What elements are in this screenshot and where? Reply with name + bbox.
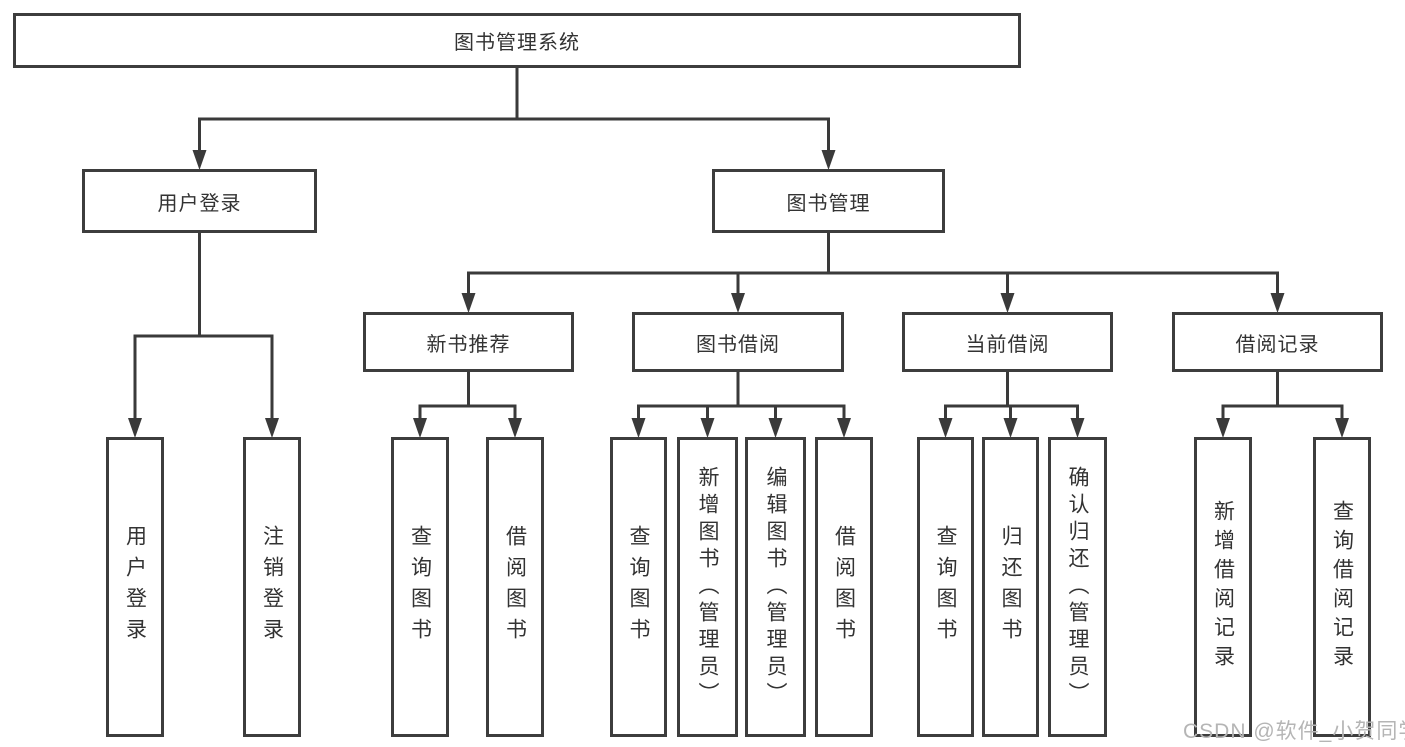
leaf-label: 查询图书 — [408, 525, 432, 649]
leaf-borrow-books: 借阅图书 — [486, 437, 544, 737]
leaf-query-books: 查询图书 — [391, 437, 449, 737]
node-label: 图书管理 — [786, 192, 871, 215]
node-borrowing-records: 借阅记录 — [1172, 312, 1383, 372]
leaf-label: 新增图书（管理员） — [696, 465, 719, 709]
node-new-book-recommendation: 新书推荐 — [363, 312, 574, 372]
leaf-query-books: 查询图书 — [610, 437, 667, 737]
leaf-label: 注销登录 — [260, 525, 284, 649]
leaf-query-borrow-record: 查询借阅记录 — [1313, 437, 1371, 737]
leaf-add-borrow-record: 新增借阅记录 — [1194, 437, 1252, 737]
node-label: 当前借阅 — [965, 333, 1050, 356]
leaf-label: 确认归还（管理员） — [1066, 465, 1089, 709]
node-library-system: 图书管理系统 — [13, 13, 1021, 68]
node-book-borrowing: 图书借阅 — [632, 312, 844, 372]
leaf-edit-book-admin: 编辑图书（管理员） — [745, 437, 806, 737]
leaf-label: 用户登录 — [123, 525, 147, 649]
leaf-label: 编辑图书（管理员） — [764, 465, 787, 709]
leaf-label: 归还图书 — [999, 525, 1022, 649]
leaf-label: 查询图书 — [627, 525, 650, 649]
leaf-return-books: 归还图书 — [982, 437, 1039, 737]
node-label: 用户登录 — [157, 192, 242, 215]
node-label: 图书管理系统 — [454, 32, 580, 54]
node-label: 图书借阅 — [696, 333, 780, 356]
csdn-watermark: CSDN @软件_小贺同学 — [1183, 720, 1405, 743]
node-user-login: 用户登录 — [82, 169, 317, 233]
leaf-logout: 注销登录 — [243, 437, 301, 737]
leaf-label: 查询借阅记录 — [1330, 500, 1354, 674]
leaf-add-book-admin: 新增图书（管理员） — [677, 437, 738, 737]
node-label: 借阅记录 — [1235, 333, 1320, 356]
leaf-label: 借阅图书 — [832, 525, 856, 649]
leaf-label: 借阅图书 — [503, 525, 527, 649]
leaf-borrow-books: 借阅图书 — [815, 437, 873, 737]
leaf-confirm-return-admin: 确认归还（管理员） — [1048, 437, 1107, 737]
node-book-management: 图书管理 — [712, 169, 945, 233]
leaf-label: 新增借阅记录 — [1211, 500, 1235, 674]
leaf-query-books: 查询图书 — [917, 437, 974, 737]
leaf-user-login: 用户登录 — [106, 437, 164, 737]
node-label: 新书推荐 — [426, 333, 511, 356]
leaf-label: 查询图书 — [934, 525, 957, 649]
node-current-borrowing: 当前借阅 — [902, 312, 1113, 372]
